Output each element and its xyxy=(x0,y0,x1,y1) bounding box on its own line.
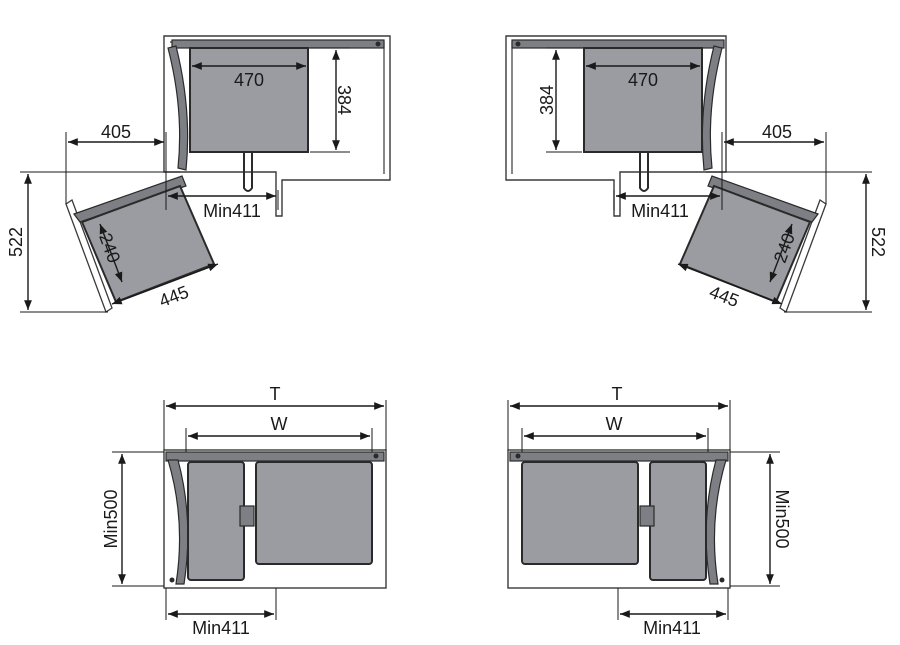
dim-bin-width: 470 xyxy=(628,70,658,90)
top-rail xyxy=(171,39,385,49)
small-bin xyxy=(649,461,707,581)
dim-bin-width: 470 xyxy=(234,70,264,90)
bottom-left-view: T W Min500 Min411 xyxy=(101,384,387,638)
large-bin xyxy=(521,461,639,565)
hinge-pin xyxy=(169,577,175,583)
bottom-right-view: T W Min500 Min411 xyxy=(507,384,792,638)
dim-total: T xyxy=(612,384,623,404)
dim-min-width: Min411 xyxy=(631,201,689,221)
swing-bin-carrier xyxy=(73,175,187,223)
dim-width: W xyxy=(606,414,623,434)
rail-screw xyxy=(515,453,521,459)
main-bin xyxy=(189,47,309,153)
small-bin xyxy=(187,461,245,581)
side-arm xyxy=(167,459,189,585)
dim-bin-depth: 384 xyxy=(537,85,557,115)
dim-width: W xyxy=(271,414,288,434)
dim-min-depth: Min500 xyxy=(772,489,792,548)
dim-height: 522 xyxy=(6,227,26,257)
dim-min-width: Min411 xyxy=(192,618,250,638)
swing-bin-carrier xyxy=(707,175,819,223)
dim-min-width: Min411 xyxy=(203,201,261,221)
top-rail xyxy=(509,451,729,462)
dim-height: 522 xyxy=(868,227,888,257)
swing-door xyxy=(65,199,113,313)
large-bin xyxy=(255,461,373,565)
bin-bracket xyxy=(239,505,255,527)
dim-min-width: Min411 xyxy=(643,618,701,638)
top-rail xyxy=(511,39,725,49)
side-arm xyxy=(705,459,727,585)
side-arm xyxy=(167,45,189,171)
top-left-view: 470 384 405 Min411 522 240 445 xyxy=(6,35,391,313)
top-right-view: 470 384 405 Min411 522 240 445 xyxy=(505,35,888,313)
swing-door xyxy=(779,199,827,313)
main-bin xyxy=(583,47,703,153)
dim-min-depth: Min500 xyxy=(101,489,121,548)
rail-screw xyxy=(375,41,381,47)
side-arm xyxy=(701,45,723,171)
bin-handle-rod xyxy=(243,152,253,192)
rail-screw xyxy=(373,453,379,459)
dim-bin-depth: 384 xyxy=(334,85,354,115)
rail-screw xyxy=(515,41,521,47)
dim-small-bin-length: 445 xyxy=(156,282,191,311)
bin-bracket xyxy=(639,505,655,527)
dim-opening: 405 xyxy=(101,122,131,142)
top-rail xyxy=(165,451,385,462)
bin-handle-rod xyxy=(639,152,649,192)
dim-total: T xyxy=(270,384,281,404)
dim-opening: 405 xyxy=(762,122,792,142)
hinge-pin xyxy=(719,577,725,583)
